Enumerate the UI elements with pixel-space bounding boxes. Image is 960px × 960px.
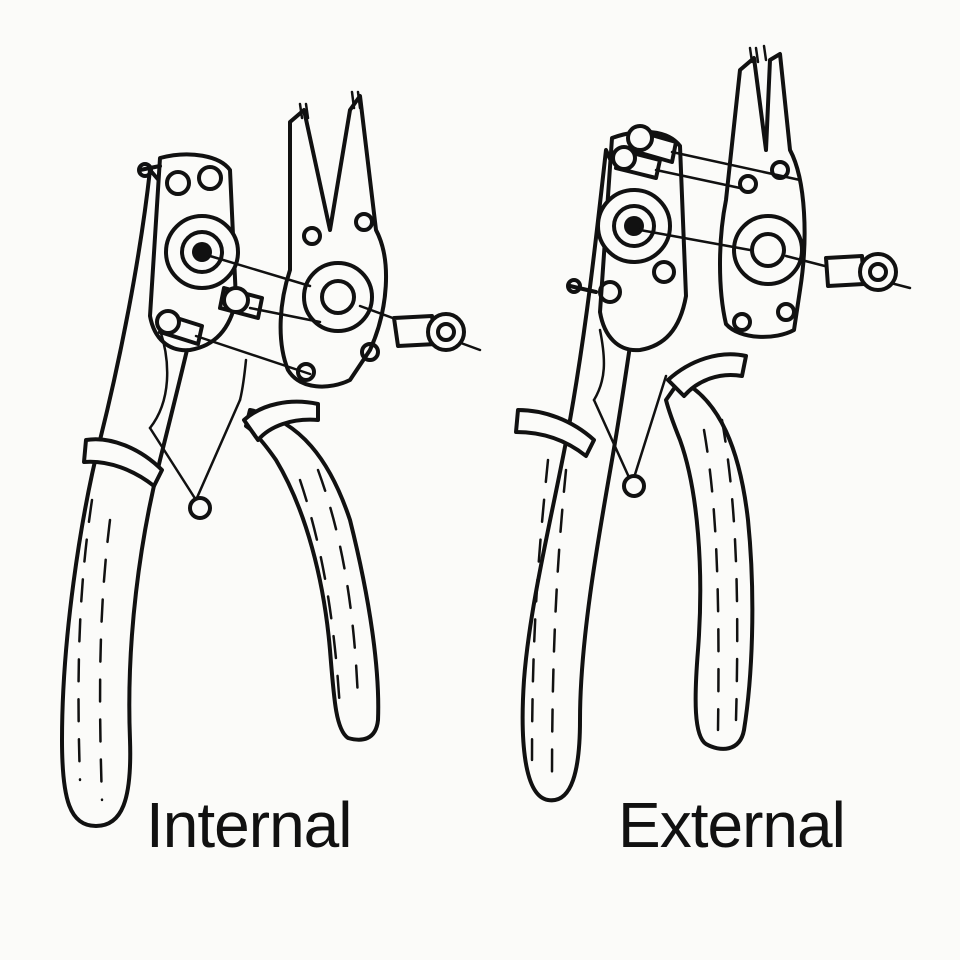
external-pliers-icon <box>514 44 912 803</box>
internal-pliers-icon <box>60 90 482 828</box>
external-pins <box>611 124 912 292</box>
external-pivot-plate <box>566 129 688 353</box>
external-label: External <box>618 789 846 861</box>
external-jaw-plate <box>718 44 807 339</box>
internal-spring <box>148 328 248 520</box>
internal-label: Internal <box>146 789 352 861</box>
internal-pivot-plate <box>137 152 240 353</box>
internal-pins <box>155 254 482 376</box>
internal-right-handle <box>242 399 381 742</box>
internal-jaw-plate <box>278 90 389 389</box>
external-spring <box>592 328 668 498</box>
external-right-handle <box>664 352 755 751</box>
